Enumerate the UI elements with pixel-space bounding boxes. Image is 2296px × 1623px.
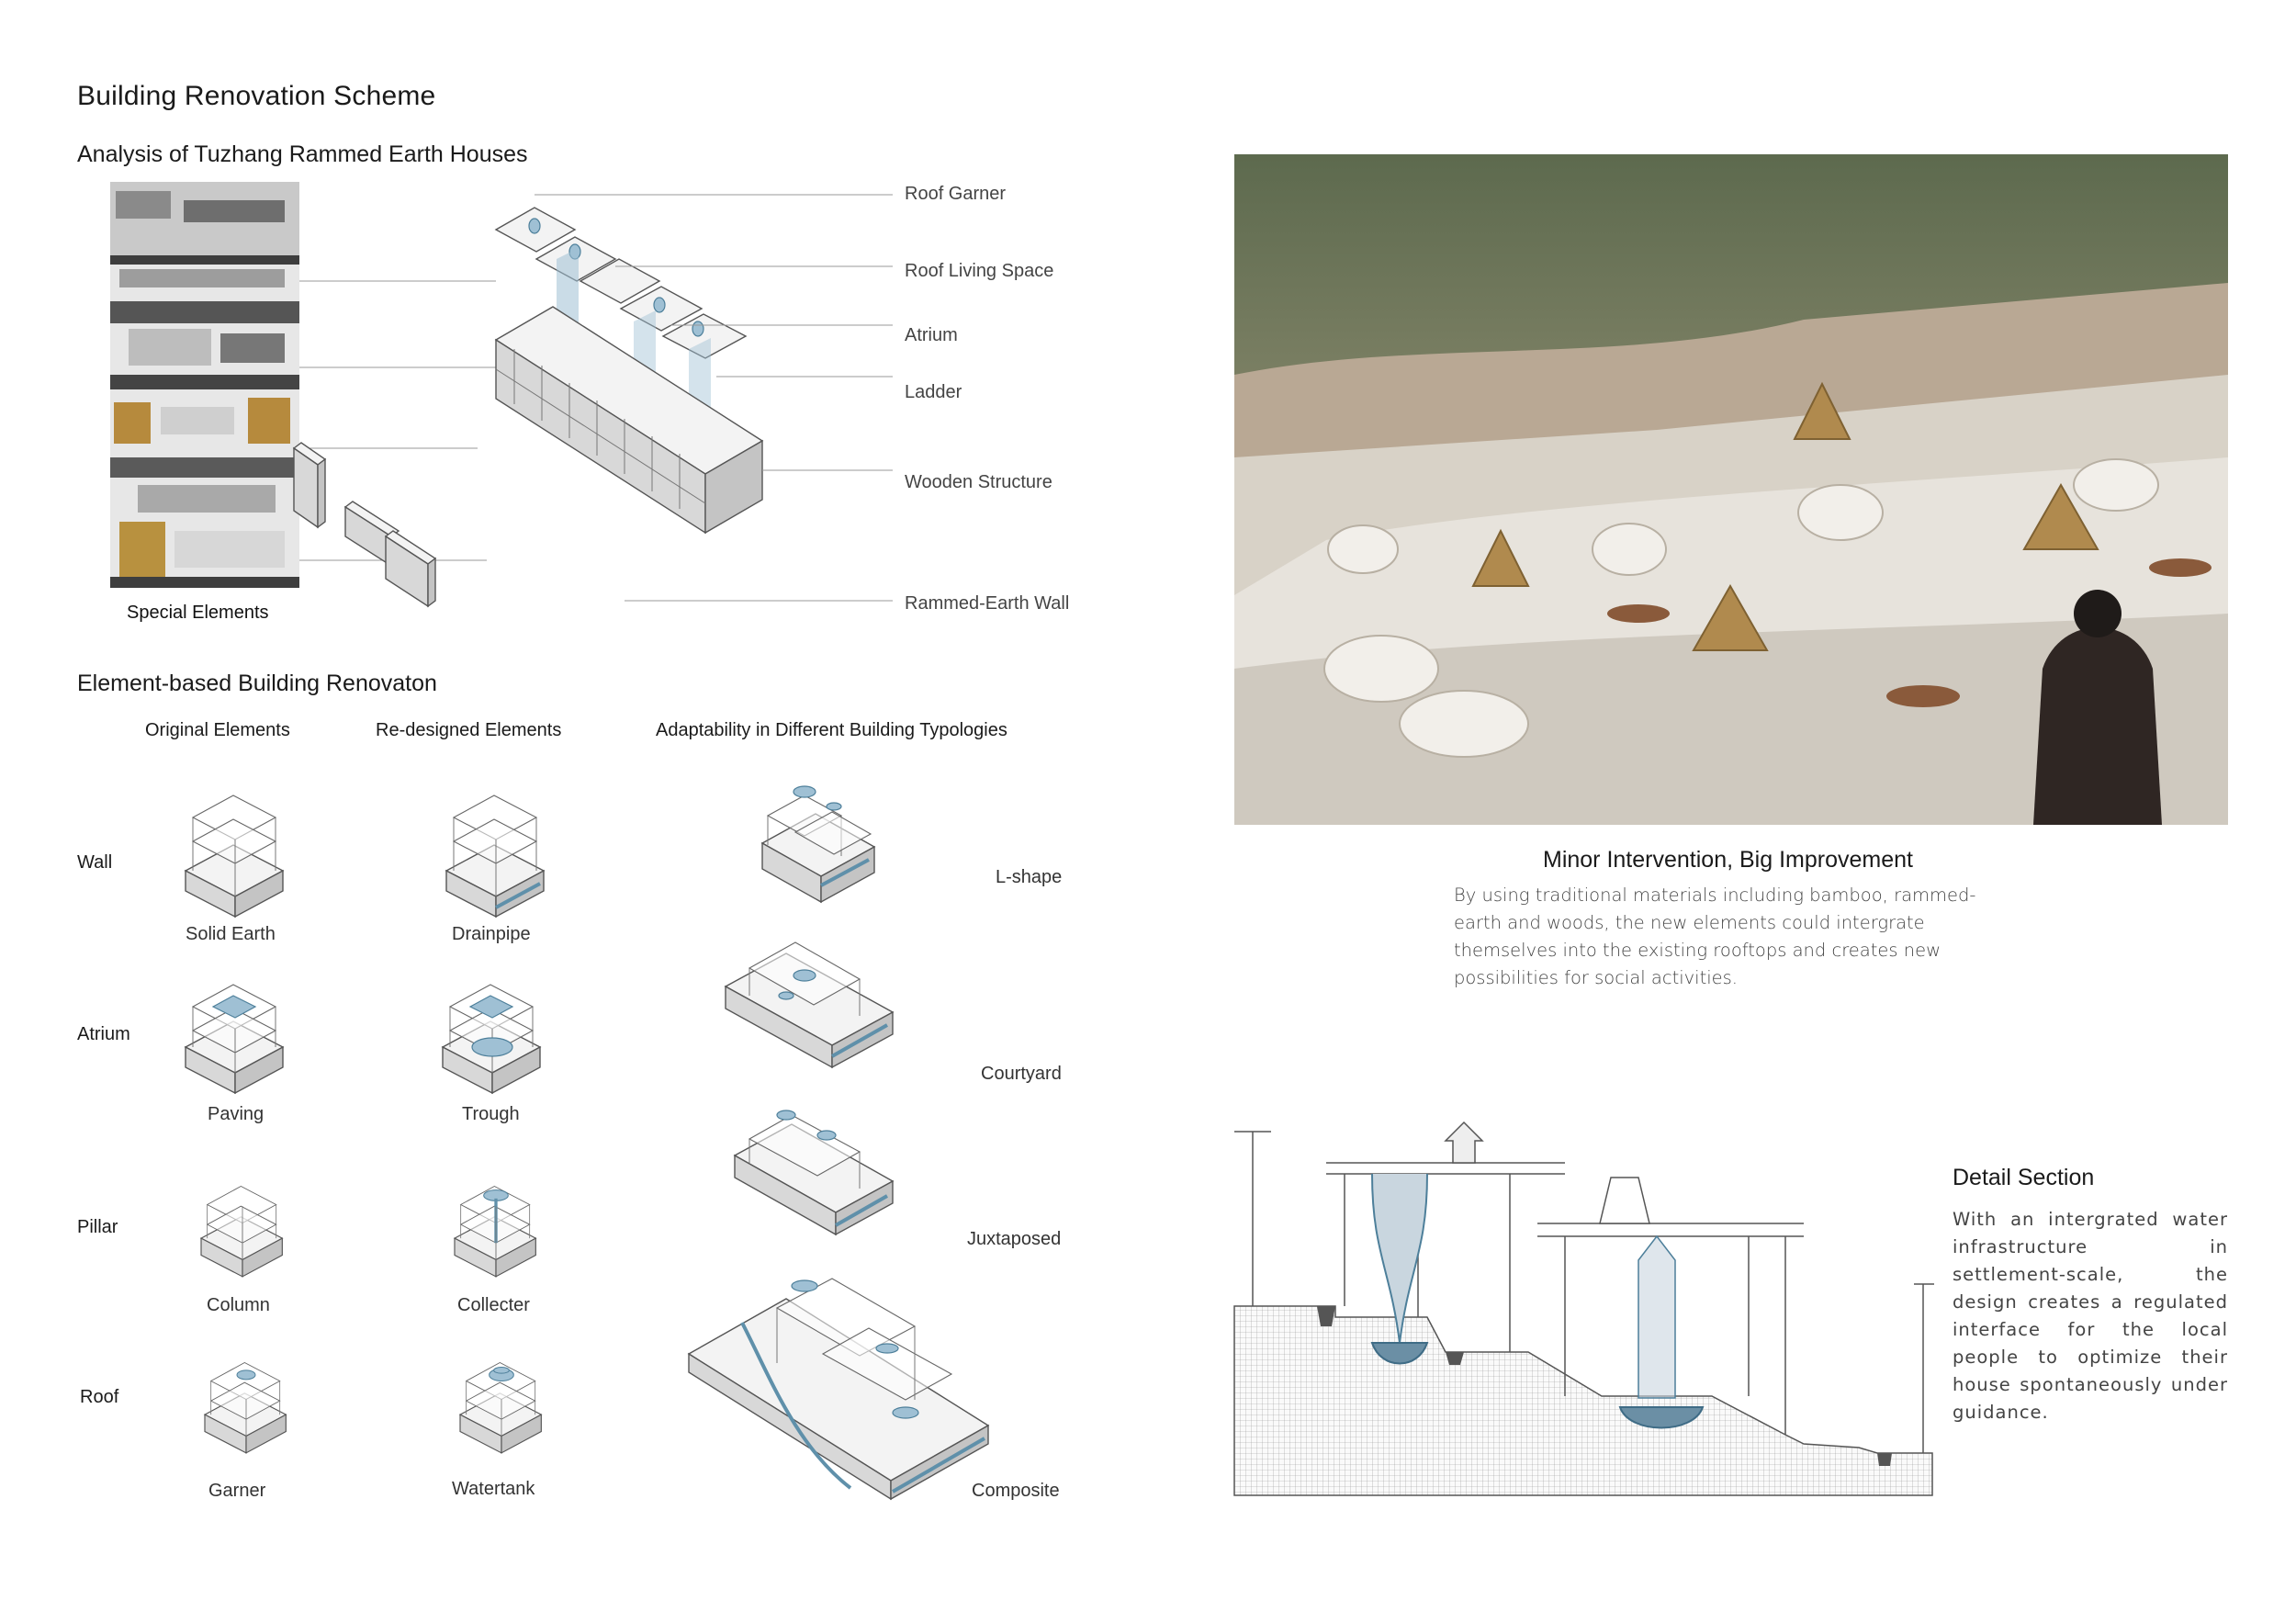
callout-ladder: Ladder bbox=[905, 382, 962, 402]
caption-drainpipe: Drainpipe bbox=[452, 924, 531, 944]
original-pillar-icon bbox=[199, 1185, 284, 1278]
redesigned-roof-icon bbox=[458, 1361, 543, 1454]
caption-watertank: Watertank bbox=[452, 1479, 535, 1499]
render-description: By using traditional materials including… bbox=[1454, 885, 1976, 988]
col-adaptability: Adaptability in Different Building Typol… bbox=[656, 720, 1007, 740]
render-heading: Minor Intervention, Big Improvement bbox=[1543, 847, 1913, 873]
caption-trough: Trough bbox=[462, 1104, 520, 1124]
detail-description: With an intergrated water infrastructure… bbox=[1953, 1209, 2228, 1423]
caption-l-shape: L-shape bbox=[996, 867, 1063, 887]
row-label-wall: Wall bbox=[77, 852, 113, 873]
original-wall-icon bbox=[184, 795, 285, 919]
caption-juxtaposed: Juxtaposed bbox=[967, 1229, 1062, 1249]
typology-juxtaposed-diagram bbox=[733, 1110, 895, 1236]
detail-section-drawing bbox=[1233, 1121, 1934, 1496]
row-label-roof: Roof bbox=[80, 1387, 119, 1407]
row-label-pillar: Pillar bbox=[77, 1217, 118, 1237]
original-atrium-icon bbox=[184, 984, 285, 1095]
analysis-heading: Analysis of Tuzhang Rammed Earth Houses bbox=[77, 141, 528, 167]
caption-courtyard: Courtyard bbox=[981, 1064, 1062, 1084]
detail-heading: Detail Section bbox=[1953, 1165, 2095, 1190]
exploded-axonometric-diagram bbox=[292, 194, 893, 608]
callout-wooden-structure: Wooden Structure bbox=[905, 472, 1052, 492]
special-elements-photo bbox=[110, 182, 299, 588]
page-title: Building Renovation Scheme bbox=[77, 81, 436, 111]
caption-garner: Garner bbox=[208, 1481, 266, 1501]
typology-l-shape-diagram bbox=[760, 785, 876, 904]
rooftop-render-image bbox=[1234, 154, 2228, 825]
special-elements-caption: Special Elements bbox=[127, 603, 269, 623]
callout-atrium: Atrium bbox=[905, 325, 958, 345]
row-label-atrium: Atrium bbox=[77, 1024, 130, 1044]
callout-roof-living-space: Roof Living Space bbox=[905, 261, 1054, 281]
caption-composite: Composite bbox=[972, 1481, 1060, 1501]
original-roof-icon bbox=[203, 1361, 287, 1454]
element-based-heading: Element-based Building Renovaton bbox=[77, 671, 437, 696]
typology-composite-diagram bbox=[687, 1278, 990, 1501]
col-original-elements: Original Elements bbox=[145, 720, 290, 740]
typology-courtyard-diagram bbox=[724, 941, 895, 1069]
caption-column: Column bbox=[207, 1295, 270, 1315]
redesigned-atrium-icon bbox=[441, 984, 542, 1095]
caption-solid-earth: Solid Earth bbox=[186, 924, 276, 944]
caption-paving: Paving bbox=[208, 1104, 264, 1124]
callout-roof-garner: Roof Garner bbox=[905, 184, 1007, 204]
redesigned-pillar-icon bbox=[453, 1185, 537, 1278]
redesigned-wall-icon bbox=[445, 795, 546, 919]
col-redesigned-elements: Re-designed Elements bbox=[376, 720, 562, 740]
callout-rammed-earth-wall: Rammed-Earth Wall bbox=[905, 593, 1070, 614]
caption-collecter: Collecter bbox=[457, 1295, 530, 1315]
